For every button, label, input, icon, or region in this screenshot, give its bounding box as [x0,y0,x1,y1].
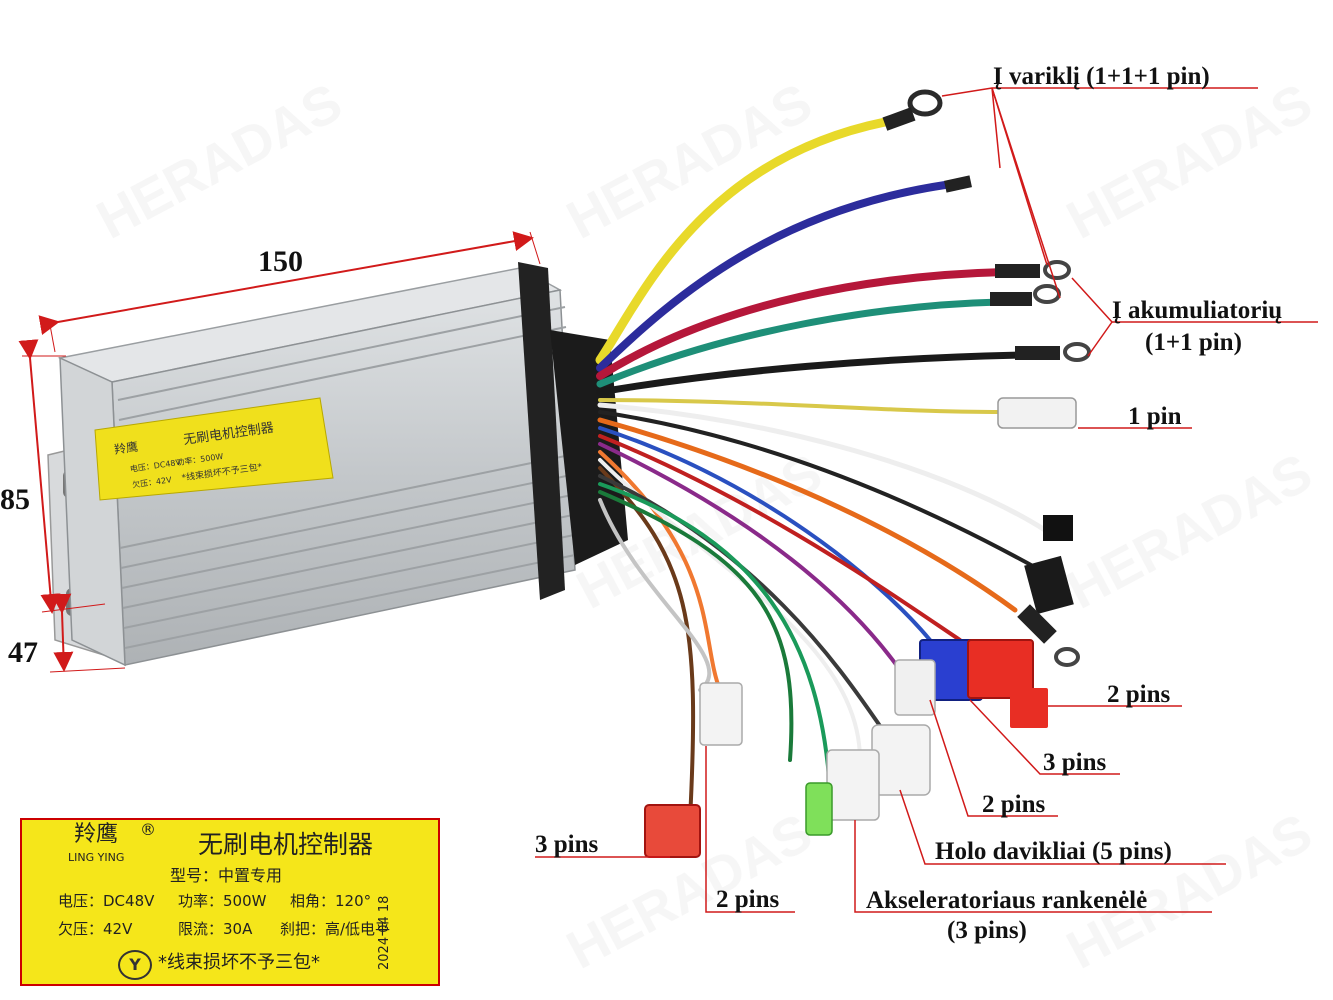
motor-callout: Į variklį (1+1+1 pin) [993,63,1210,90]
svg-text:HERADAS: HERADAS [87,72,351,250]
label-plate: 羚鹰 ® LING YING 无刷电机控制器 型号：中置专用 电压：DC48V … [20,818,440,986]
one-pin-callout: 1 pin [1128,403,1182,430]
plate-logo: Y [118,950,152,980]
plate-model: 型号：中置专用 [170,866,283,885]
plate-voltage: 电压：DC48V [58,892,155,910]
wire-blue [596,181,949,372]
plate-warranty: *线束损坏不予三包* [158,952,320,973]
plate-undervoltage: 欠压：42V [58,920,133,938]
plate-phase: 相角：120° [290,892,372,910]
wire-red [596,268,1009,380]
two-pins-mid-callout: 2 pins [982,791,1046,818]
svg-text:羚鹰: 羚鹰 [113,439,139,457]
wire-yellow [595,117,890,365]
throttle-callout-line1: Akseleratoriaus rankenėlė [866,887,1148,914]
three-pins-left-callout: 3 pins [535,831,599,858]
dimension-lines [18,231,541,673]
plate-current: 限流：30A [178,920,253,938]
svg-text:HERADAS: HERADAS [1057,72,1321,250]
plate-date: 2024 04 18 [377,895,392,970]
two-pins-right-callout: 2 pins [1107,681,1171,708]
leader-lines [535,87,1318,913]
plate-registered-mark: ® [140,820,156,839]
battery-callout-line2: (1+1 pin) [1145,329,1242,356]
plate-brand-en: LING YING [68,851,125,864]
wire-bundle [595,117,1048,822]
throttle-callout-line2: (3 pins) [947,917,1027,944]
svg-text:HERADAS: HERADAS [1057,442,1321,620]
battery-callout-line1: Į akumuliatorių [1112,297,1283,324]
wire-black [596,351,1029,396]
three-pins-right-callout: 3 pins [1043,749,1107,776]
connectors [644,89,1091,858]
plate-power: 功率：500W [178,892,267,910]
plate-brake: 刹把：高/低电平 [280,920,391,938]
length-dimension-label: 150 [258,245,303,278]
hall-sensor-callout: Holo davikliai (5 pins) [935,838,1172,865]
housing-label: 羚鹰 无刷电机控制器 电压：DC48V 功率：500W 欠压：42V *线束损坏… [94,397,334,501]
wire-green [596,298,1004,388]
bracket-dimension-label: 47 [8,636,38,669]
plate-brand-cn: 羚鹰 [74,822,119,847]
height-dimension-label: 85 [0,483,30,516]
two-pins-bottom-callout: 2 pins [716,886,780,913]
plate-title: 无刷电机控制器 [198,830,374,859]
